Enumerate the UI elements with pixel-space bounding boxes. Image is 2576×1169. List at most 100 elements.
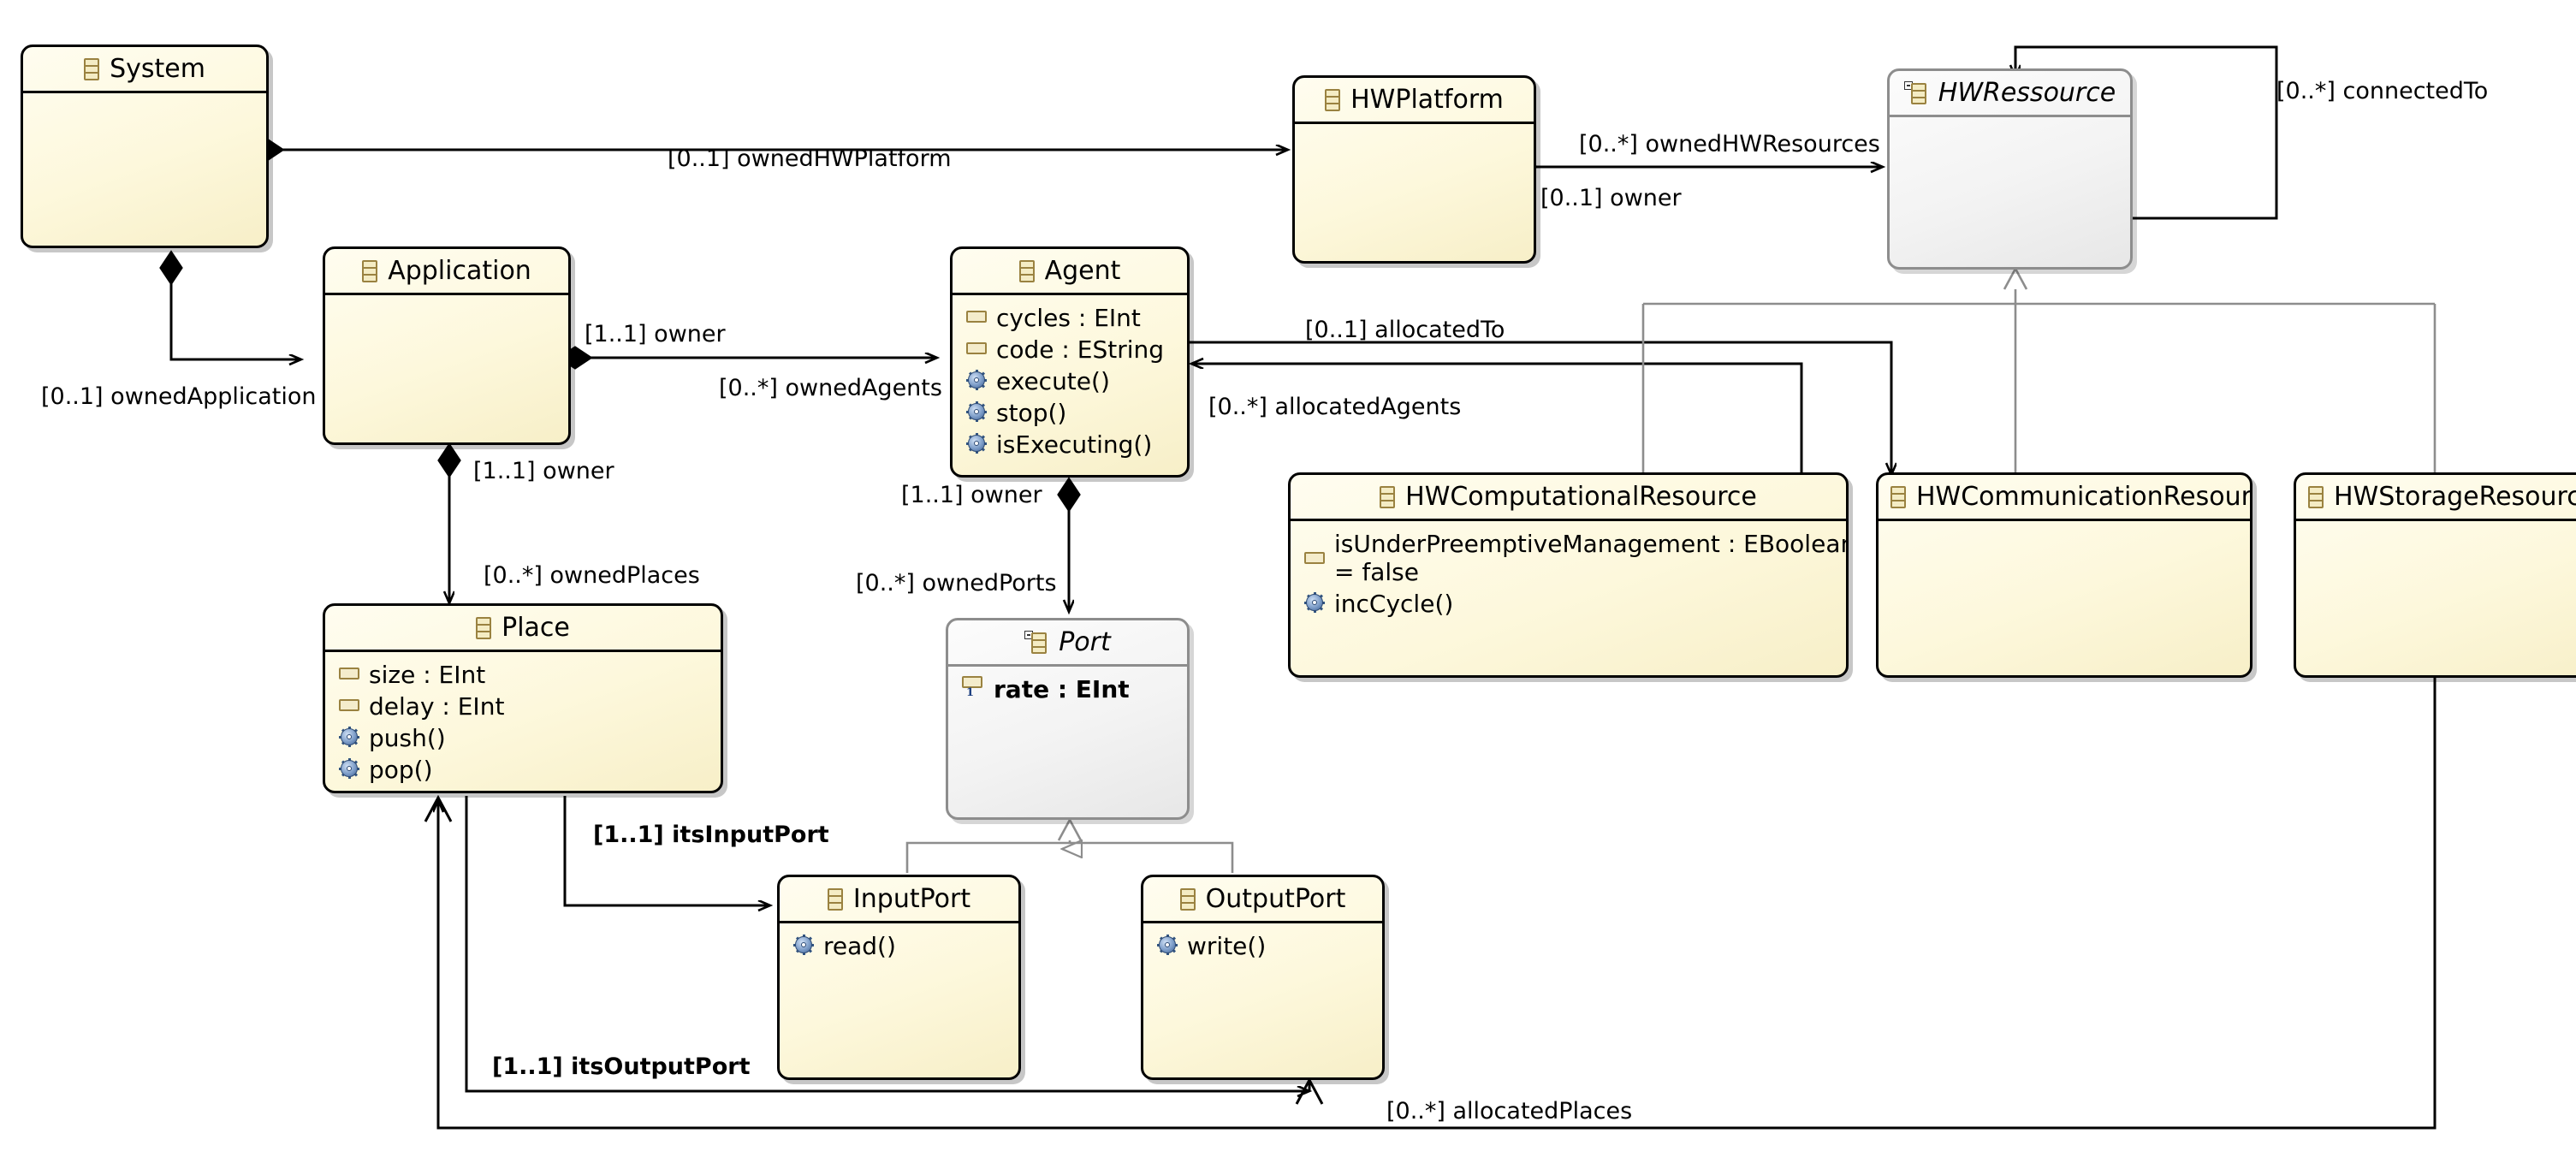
class-box-hwstorageresource[interactable]: HWStorageResource <box>2294 472 2576 678</box>
class-box-hwcommunicationresource[interactable]: HWCommunicationResource <box>1876 472 2253 678</box>
operation-icon <box>793 935 814 955</box>
class-icon <box>827 888 843 911</box>
class-icon <box>1890 486 1906 508</box>
operation-row: execute() <box>953 365 1187 397</box>
class-header: HWStorageResource <box>2296 475 2576 521</box>
class-box-agent[interactable]: Agent cycles : EInt code : EString execu… <box>950 246 1190 478</box>
class-header: InputPort <box>780 877 1018 923</box>
attribute-row: cycles : EInt <box>953 302 1187 334</box>
edge-label-agent-port-owner: [1..1] owner <box>901 482 1042 508</box>
class-body: size : EInt delay : EInt push() pop() <box>325 652 721 791</box>
attribute-icon <box>966 342 987 355</box>
class-header: HWComputationalResource <box>1291 475 1846 521</box>
class-box-system[interactable]: System <box>21 45 269 248</box>
class-name: Application <box>388 256 531 286</box>
edge-label-its-input-port: [1..1] itsInputPort <box>593 822 829 848</box>
class-body <box>1890 117 2130 129</box>
class-name: Agent <box>1044 256 1121 286</box>
class-name: HWStorageResource <box>2334 482 2576 512</box>
operation-row: incCycle() <box>1291 588 1846 620</box>
attribute-row: delay : EInt <box>325 691 721 722</box>
operation-icon <box>966 401 987 423</box>
class-body <box>1879 521 2250 533</box>
operation-icon <box>339 727 359 748</box>
operation-icon <box>1157 935 1178 955</box>
class-icon <box>476 617 492 639</box>
edge-label-its-output-port: [1..1] itsOutputPort <box>492 1053 751 1080</box>
operation-icon <box>1304 592 1325 614</box>
operation-row: write() <box>1143 930 1382 962</box>
attribute-icon <box>966 311 987 323</box>
class-name: Place <box>502 613 570 643</box>
edge-label-app-owner: [1..1] owner <box>585 321 726 347</box>
class-box-application[interactable]: Application <box>323 246 571 445</box>
class-box-hwplatform[interactable]: HWPlatform <box>1292 75 1536 264</box>
class-box-hwressource[interactable]: HWRessource <box>1887 68 2133 270</box>
class-icon <box>1018 260 1035 282</box>
attribute-icon: 1 <box>962 675 984 699</box>
class-box-hwcomputationalresource[interactable]: HWComputationalResource isUnderPreemptiv… <box>1288 472 1849 678</box>
edge-label-allocated-places: [0..*] allocatedPlaces <box>1386 1098 1633 1124</box>
class-header: Port <box>948 620 1187 667</box>
operation-icon <box>339 758 359 780</box>
edge-label-owned-ports: [0..*] ownedPorts <box>856 570 1057 596</box>
class-name: Port <box>1059 627 1111 657</box>
class-body <box>325 295 568 307</box>
class-header: Place <box>325 606 721 652</box>
operation-row: push() <box>325 722 721 754</box>
edge-label-owned-places: [0..*] ownedPlaces <box>484 562 700 589</box>
operation-row: isExecuting() <box>953 429 1187 460</box>
operation-icon <box>966 433 987 454</box>
operation-row: read() <box>780 930 1018 962</box>
attribute-row: code : EString <box>953 334 1187 365</box>
class-box-place[interactable]: Place size : EInt delay : EInt push() <box>323 603 723 793</box>
edge-label-connected-to: [0..*] connectedTo <box>2276 78 2489 104</box>
class-header: OutputPort <box>1143 877 1382 923</box>
abstract-class-icon <box>1024 631 1048 654</box>
class-header: System <box>23 47 266 93</box>
class-body <box>2296 521 2576 533</box>
class-body: 1 rate : EInt <box>948 667 1187 710</box>
class-body: read() <box>780 923 1018 967</box>
class-body: write() <box>1143 923 1382 967</box>
edge-label-owned-application: [0..1] ownedApplication <box>41 383 317 410</box>
class-body: isUnderPreemptiveManagement : EBoolean =… <box>1291 521 1846 625</box>
class-name: HWCommunicationResource <box>1916 482 2253 512</box>
class-header: HWRessource <box>1890 71 2130 117</box>
class-icon <box>2308 486 2324 508</box>
attribute-icon <box>339 668 359 679</box>
attribute-row: 1 rate : EInt <box>948 674 1187 705</box>
class-icon <box>1380 486 1396 508</box>
class-body <box>23 93 266 105</box>
edge-label-allocated-to: [0..1] allocatedTo <box>1305 317 1505 343</box>
attribute-icon <box>1304 552 1325 565</box>
edge-label-hwres-owner: [0..1] owner <box>1540 185 1682 211</box>
edge-label-owned-agents: [0..*] ownedAgents <box>719 375 942 401</box>
class-header: HWPlatform <box>1295 78 1534 124</box>
class-header: Application <box>325 249 568 295</box>
abstract-class-icon <box>1903 81 1928 104</box>
class-header: Agent <box>953 249 1187 295</box>
class-name: OutputPort <box>1205 884 1346 914</box>
class-icon <box>1179 888 1196 911</box>
operation-row: pop() <box>325 754 721 786</box>
class-icon <box>1325 89 1341 111</box>
class-name: HWPlatform <box>1350 85 1504 115</box>
class-box-port[interactable]: Port 1 rate : EInt <box>946 618 1190 820</box>
class-body: cycles : EInt code : EString execute() s… <box>953 295 1187 466</box>
edge-label-place-owner: [1..1] owner <box>473 458 614 484</box>
class-box-outputport[interactable]: OutputPort write() <box>1141 875 1385 1080</box>
attribute-row: size : EInt <box>325 659 721 691</box>
class-box-inputport[interactable]: InputPort read() <box>777 875 1021 1080</box>
edge-label-owned-hw-platform: [0..1] ownedHWPlatform <box>668 145 952 172</box>
class-name: HWRessource <box>1938 78 2116 108</box>
attribute-row: isUnderPreemptiveManagement : EBoolean =… <box>1291 528 1846 588</box>
operation-icon <box>966 370 987 391</box>
class-header: HWCommunicationResource <box>1879 475 2250 521</box>
class-body <box>1295 124 1534 136</box>
class-name: HWComputationalResource <box>1405 482 1757 512</box>
edge-label-owned-hw-resources: [0..*] ownedHWResources <box>1579 131 1880 157</box>
class-icon <box>84 58 100 80</box>
